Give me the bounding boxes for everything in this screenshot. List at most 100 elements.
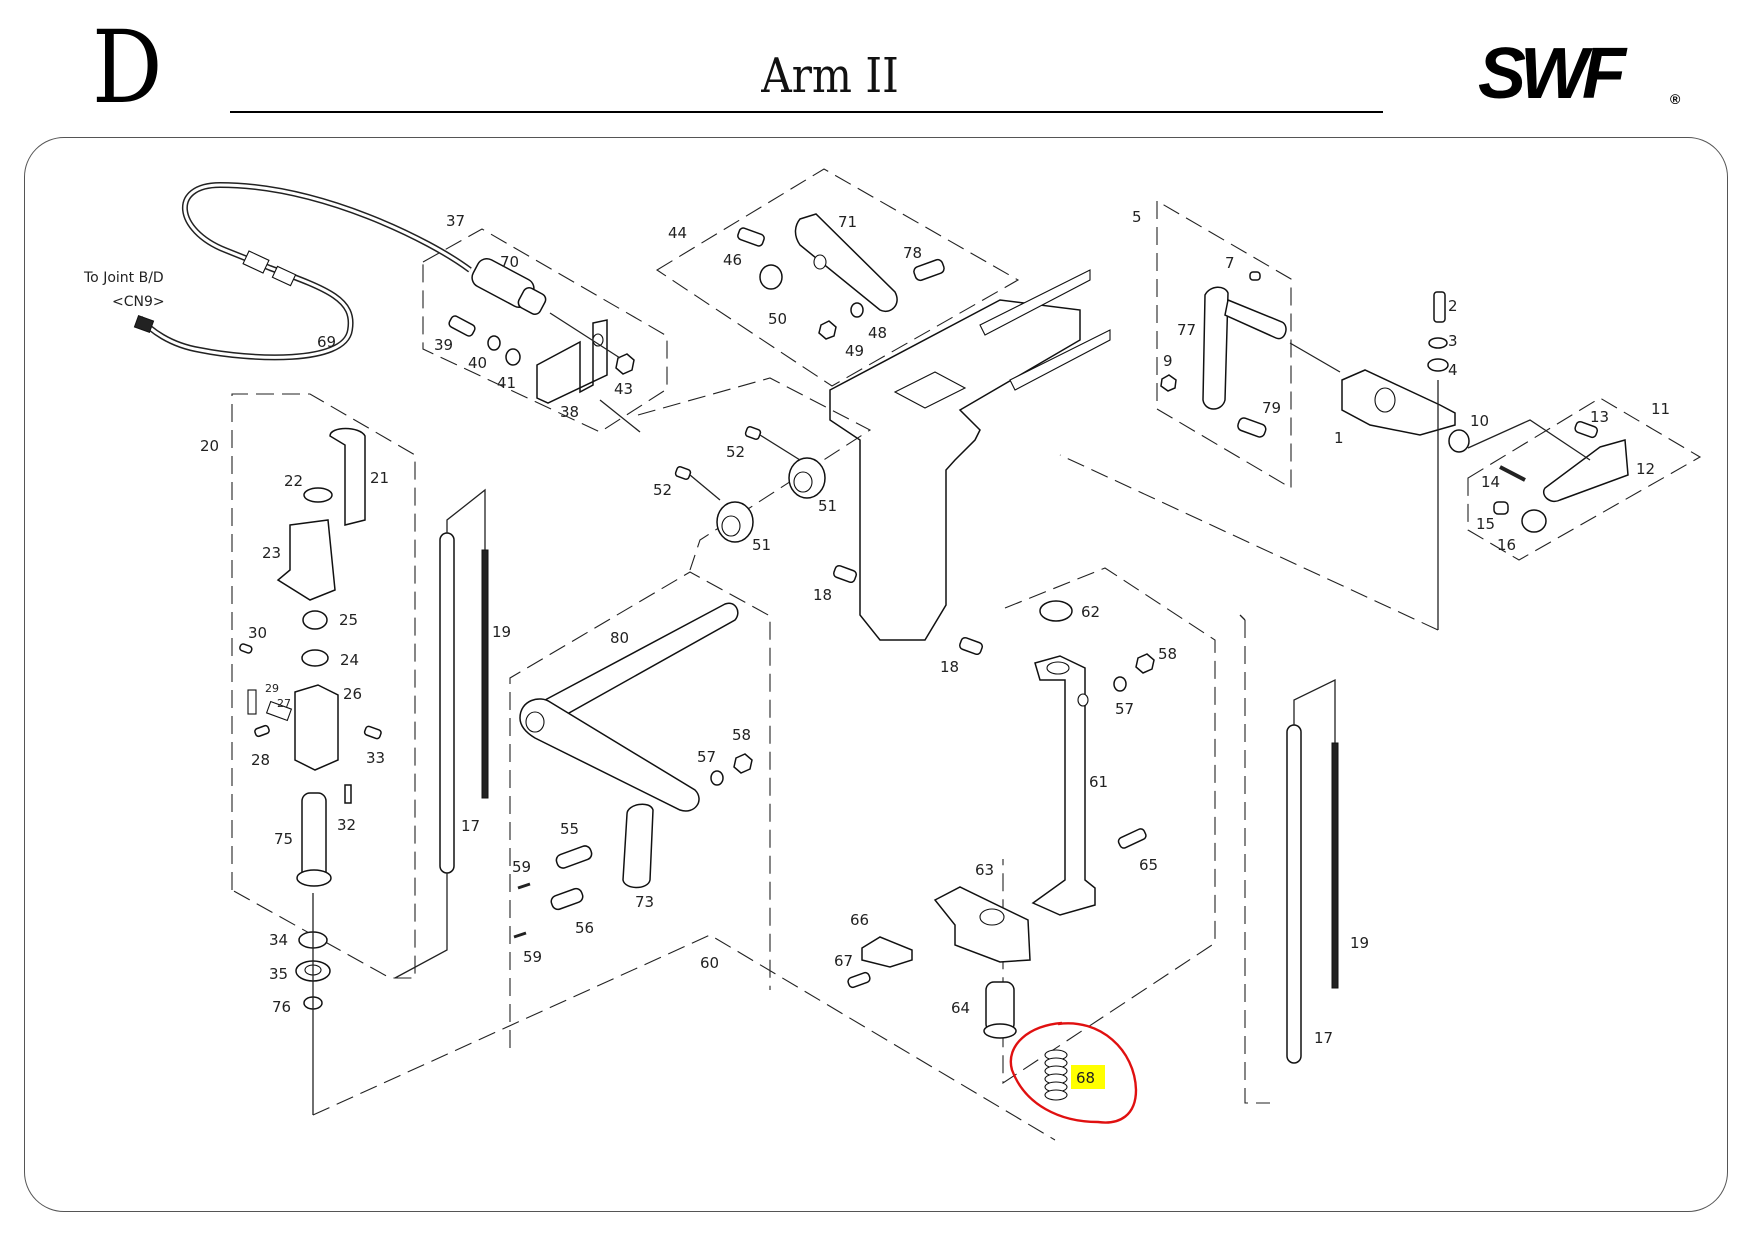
part-label: 66 bbox=[850, 911, 869, 929]
cap-62 bbox=[1039, 600, 1073, 622]
screw-67 bbox=[847, 971, 871, 989]
part-label: 15 bbox=[1476, 515, 1495, 533]
sensor-70-thread bbox=[517, 287, 547, 315]
washer-4 bbox=[1427, 358, 1449, 372]
washer-48 bbox=[850, 302, 864, 318]
part-label: 12 bbox=[1636, 460, 1655, 478]
part-label: 64 bbox=[951, 999, 970, 1017]
part-label: 78 bbox=[903, 244, 922, 262]
set-screw-18a bbox=[832, 564, 858, 584]
part-label: 52 bbox=[726, 443, 745, 461]
screw-39 bbox=[448, 315, 476, 337]
part-label: 73 bbox=[635, 893, 654, 911]
bracket-61 bbox=[1031, 655, 1096, 916]
part-label: 2 bbox=[1448, 297, 1458, 315]
group-1-dash bbox=[1059, 454, 1439, 631]
part-label: 20 bbox=[200, 437, 219, 455]
part-label: 18 bbox=[940, 658, 959, 676]
pin-79 bbox=[1237, 417, 1267, 438]
group-5-outline bbox=[1156, 200, 1292, 489]
screw-28 bbox=[254, 724, 270, 738]
part-label: 50 bbox=[768, 310, 787, 328]
part-label: 33 bbox=[366, 749, 385, 767]
washer-22 bbox=[303, 487, 333, 503]
washer-41 bbox=[505, 348, 521, 366]
part-label: 56 bbox=[575, 919, 594, 937]
brand-text: SWF bbox=[1478, 42, 1628, 108]
part-label: 35 bbox=[269, 965, 288, 983]
leader-38-frame bbox=[599, 399, 641, 433]
part-label: 70 bbox=[500, 253, 519, 271]
shaft-17-right bbox=[1286, 724, 1302, 1064]
leader-70-43 bbox=[549, 312, 621, 359]
part-label: 69 bbox=[317, 333, 336, 351]
nut-58-left bbox=[733, 753, 753, 774]
title-rule bbox=[230, 111, 1383, 113]
part-label: 76 bbox=[272, 998, 291, 1016]
group-61-outline bbox=[1002, 567, 1216, 1085]
part-label: 71 bbox=[838, 213, 857, 231]
part-label: 40 bbox=[468, 354, 487, 372]
washer-50 bbox=[759, 264, 783, 290]
section-letter: D bbox=[92, 9, 163, 126]
pin-14 bbox=[1499, 465, 1526, 482]
cable-69 bbox=[137, 181, 472, 361]
part-label: 63 bbox=[975, 861, 994, 879]
part-label: 75 bbox=[274, 830, 293, 848]
leader-17-left bbox=[394, 873, 448, 979]
page-title: Arm II bbox=[761, 48, 899, 104]
bushing-51b-hole bbox=[721, 515, 741, 537]
part-label: 51 bbox=[818, 497, 837, 515]
part-label: 7 bbox=[1225, 254, 1235, 272]
spring-68 bbox=[1044, 1049, 1068, 1101]
part-label: 1 bbox=[1334, 429, 1344, 447]
bracket-29 bbox=[247, 689, 257, 715]
highlighted-part-label: 68 bbox=[1076, 1069, 1095, 1087]
part-label: 62 bbox=[1081, 603, 1100, 621]
highlight-circle bbox=[1009, 1021, 1138, 1124]
screw-30 bbox=[239, 643, 253, 654]
screw-2 bbox=[1433, 291, 1446, 323]
bushing-51a-hole bbox=[793, 471, 813, 493]
pin-59b bbox=[513, 931, 527, 939]
part-label: 5 bbox=[1132, 208, 1142, 226]
set-screw-52b bbox=[674, 466, 692, 480]
part-label: 24 bbox=[340, 651, 359, 669]
part-label: 29 bbox=[265, 682, 279, 695]
group-37-outline bbox=[422, 228, 668, 433]
cn9-connector bbox=[133, 314, 155, 334]
part-label: 60 bbox=[700, 954, 719, 972]
part-label: 57 bbox=[1115, 700, 1134, 718]
part-label: 18 bbox=[813, 586, 832, 604]
highlight-box bbox=[1071, 1065, 1105, 1089]
screw-65 bbox=[1117, 828, 1147, 849]
washer-40 bbox=[487, 335, 501, 351]
part-label: 19 bbox=[492, 623, 511, 641]
part-label: 34 bbox=[269, 931, 288, 949]
part-label: 58 bbox=[1158, 645, 1177, 663]
part-label: 30 bbox=[248, 624, 267, 642]
link-71 bbox=[794, 213, 898, 312]
shaft-77 bbox=[1224, 298, 1287, 340]
part-label: 17 bbox=[461, 817, 480, 835]
part-label: 44 bbox=[668, 224, 687, 242]
main-arm-frame bbox=[829, 299, 1081, 641]
nut-43 bbox=[615, 353, 635, 375]
stud-55 bbox=[555, 845, 593, 869]
group-60-outline bbox=[312, 934, 1056, 1141]
shaft-75-collar bbox=[296, 869, 332, 887]
part-label: 39 bbox=[434, 336, 453, 354]
plate-27 bbox=[265, 700, 293, 722]
block-1-hole bbox=[1374, 387, 1396, 413]
connector-note-line1: To Joint B/D bbox=[83, 270, 164, 286]
part-label: 26 bbox=[343, 685, 362, 703]
part-label: 77 bbox=[1177, 321, 1196, 339]
plate-66 bbox=[861, 936, 913, 968]
stud-56 bbox=[550, 887, 584, 911]
nut-9 bbox=[1160, 374, 1177, 392]
roller-15 bbox=[1493, 501, 1509, 515]
screw-33 bbox=[363, 725, 382, 740]
part-label: 37 bbox=[446, 212, 465, 230]
lever-77 bbox=[1202, 286, 1229, 410]
frame-pocket bbox=[893, 371, 967, 409]
